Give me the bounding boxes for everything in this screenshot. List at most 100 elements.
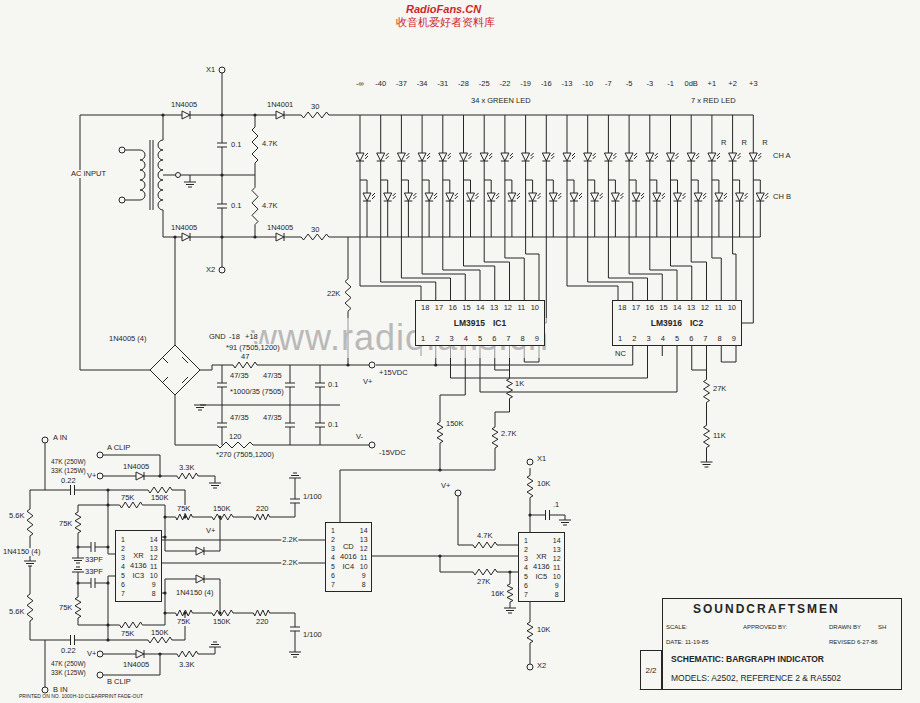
capacitor-symbol (285, 387, 295, 388)
schematic-label: 16K (490, 590, 505, 598)
pin-numbers: 1 2 3 4 5 6 7 (328, 526, 338, 589)
title-block-text: SH (878, 624, 886, 631)
part-name: 4136 (533, 562, 550, 572)
db-scale-label: -28 (457, 80, 470, 88)
schematic-label: 1K (514, 380, 525, 388)
schematic-label: 47/35 (262, 414, 283, 422)
db-scale-label: 0dB (684, 80, 699, 88)
wire (75, 640, 101, 641)
ground-symbol (74, 569, 82, 570)
led-light-mark (655, 153, 658, 156)
pin-numbers: 14 13 12 11 10 9 8 (359, 526, 369, 589)
diode-symbol (563, 161, 571, 162)
wire (753, 164, 760, 190)
wire (190, 551, 196, 552)
ground-symbol (198, 410, 202, 411)
db-scale-label: -7 (604, 80, 613, 88)
led-light-mark (758, 153, 761, 156)
part-name: IC2 (690, 318, 703, 328)
part-name: 4016 (340, 552, 357, 562)
wire (464, 164, 471, 190)
led-light-mark (765, 196, 768, 199)
wire (718, 204, 719, 237)
diode-symbol (377, 161, 385, 162)
led-light-mark (579, 193, 582, 196)
wire (130, 476, 136, 477)
capacitor-symbol (545, 510, 546, 520)
wire (662, 346, 663, 356)
junction-dot (163, 591, 166, 594)
led-light-mark (406, 156, 409, 159)
led-light-mark (427, 153, 430, 156)
capacitor-symbol (217, 383, 227, 384)
wire (150, 476, 170, 477)
wire (422, 164, 429, 190)
wire (546, 164, 553, 190)
led-light-mark (662, 196, 665, 199)
text-group: 18 17 16 15 14 13 12 11 10 (421, 303, 539, 312)
diode-symbol (736, 201, 744, 202)
diode-symbol (646, 153, 654, 161)
capacitor-symbol (315, 427, 325, 428)
resistor-symbol (248, 514, 275, 520)
wire (458, 496, 465, 545)
led-light-mark (620, 196, 623, 199)
ground-symbol (701, 462, 713, 463)
capacitor-symbol (70, 635, 71, 645)
transformer-core (153, 140, 154, 210)
ground-symbol (705, 467, 709, 468)
diode-symbol (522, 153, 530, 161)
pin-numbers: 1 2 3 4 5 6 7 (118, 535, 128, 598)
wire (691, 346, 692, 356)
schematic-label: 0.22 (60, 647, 77, 655)
junction-dot (183, 611, 186, 614)
junction-dot (106, 545, 109, 548)
wire (721, 356, 736, 362)
schematic-label: 1N4005 (122, 661, 150, 669)
resistor-symbol (170, 514, 198, 520)
ic-chip: 1 2 3 4 5 6 7XR4136IC514 13 12 11 10 9 8 (518, 532, 565, 602)
diode-symbol (542, 161, 550, 162)
wire (532, 204, 533, 237)
capacitor-symbol (217, 427, 227, 428)
diode-symbol (570, 193, 578, 201)
schematic-label: 4.7K (261, 140, 278, 148)
led-light-mark (510, 153, 513, 156)
wire (150, 654, 170, 655)
wire (78, 540, 79, 558)
schematic-label: *1000/35 (7505) (229, 388, 285, 396)
diode-symbol (182, 111, 190, 119)
wire (100, 576, 115, 640)
connector-wire (162, 540, 325, 541)
wire (526, 180, 539, 300)
title-block-text: REVISED 6-27-86 (829, 639, 878, 646)
led-light-mark (434, 196, 437, 199)
diode-symbol (591, 201, 599, 202)
wire (45, 640, 46, 687)
wire (275, 517, 295, 518)
text-group: 1 2 3 4 5 6 7 8 9 (618, 334, 736, 343)
ground-symbol (561, 522, 569, 523)
capacitor-symbol (290, 503, 300, 504)
resistor-symbol (527, 468, 533, 505)
resistor-value: 2.2K (281, 559, 298, 567)
wire (200, 405, 340, 406)
schematic-label: 30 (310, 103, 320, 111)
led-light-mark (655, 156, 658, 159)
schematic-label: 2.7K (500, 430, 517, 438)
led-light-mark (703, 193, 706, 196)
schematic-label: 1N4150 (4) (2, 548, 42, 556)
diode-symbol (632, 201, 640, 202)
schematic-label: 1N4001 (266, 101, 294, 109)
resistor-symbol (205, 514, 240, 520)
led-light-mark (676, 153, 679, 156)
schematic-label: 1N4150 (4) (175, 589, 215, 597)
db-scale-label: -5 (625, 80, 634, 88)
schematic-label: 47 (240, 353, 250, 361)
led-light-mark (572, 153, 575, 156)
wire (711, 115, 712, 150)
wire (530, 650, 531, 664)
led-light-mark (551, 156, 554, 159)
wire (429, 204, 430, 237)
